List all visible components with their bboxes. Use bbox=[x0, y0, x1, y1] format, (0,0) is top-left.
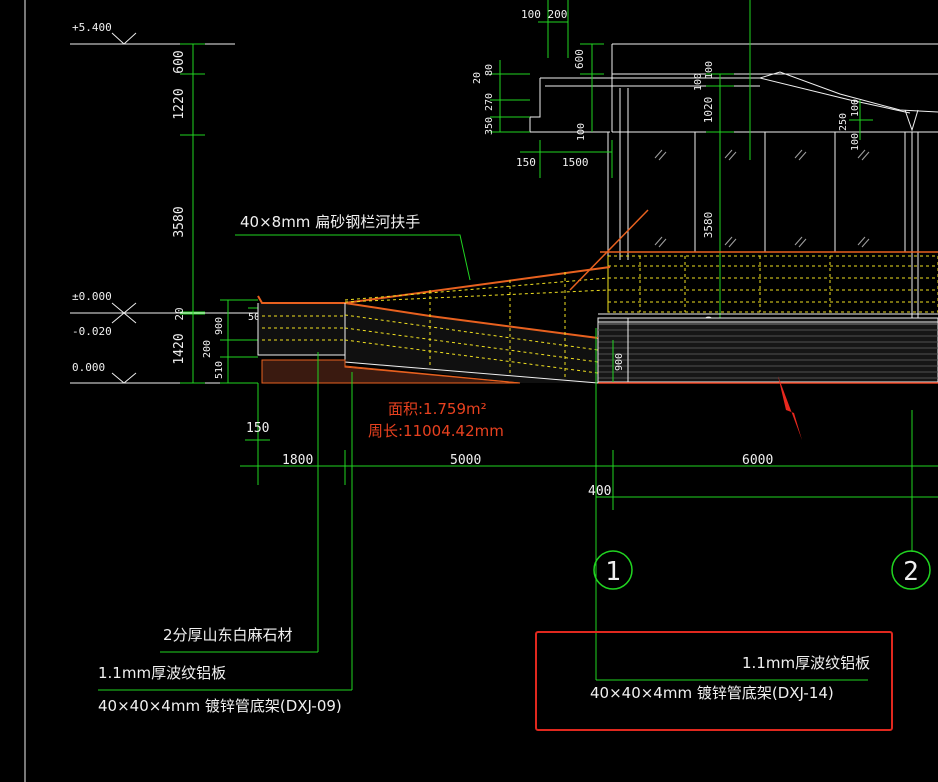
dim-600-left: 600 bbox=[172, 50, 187, 73]
dim-1220-left: 1220 bbox=[172, 88, 187, 119]
platform-railing bbox=[598, 251, 938, 315]
handrail-label: 40×8mm 扁砂钢栏河扶手 bbox=[240, 213, 421, 231]
canopy-structure bbox=[529, 43, 938, 318]
dim-20-left: 20 bbox=[173, 307, 186, 320]
dim-400: 400 bbox=[588, 484, 611, 499]
dim-3580-right: 3580 bbox=[702, 212, 715, 239]
axis-bubble-2: 2 bbox=[891, 550, 931, 590]
red-pointer-arrow bbox=[778, 376, 802, 440]
elevation-marks bbox=[70, 32, 258, 384]
canopy-dimension-lines bbox=[490, 0, 873, 318]
dim-250: 250 bbox=[838, 113, 849, 131]
dim-80: 80 bbox=[484, 64, 495, 76]
dim-150-top: 150 bbox=[516, 156, 536, 169]
dim-3580-left: 3580 bbox=[172, 206, 187, 237]
dim-20-top: 20 bbox=[472, 72, 483, 84]
leader-lines bbox=[98, 234, 868, 691]
dim-270: 270 bbox=[484, 93, 495, 111]
step-dimension-lines bbox=[220, 299, 260, 384]
pointer-line-orange bbox=[569, 209, 649, 291]
dim-1020: 1020 bbox=[702, 97, 715, 124]
glass-hatch-marks bbox=[654, 149, 870, 248]
frame-label-left: 40×40×4mm 镀锌管底架(DXJ-09) bbox=[98, 697, 342, 715]
dim-900-platform: 900 bbox=[614, 353, 625, 371]
elev-zero-text: ±0.000 bbox=[72, 290, 112, 303]
alu-panel-label-left: 1.1mm厚波纹铝板 bbox=[98, 664, 227, 682]
dim-100-200-top: 100 200 bbox=[521, 8, 567, 21]
perimeter-readout: 周长:11004.42mm bbox=[368, 422, 504, 440]
elev-base-text: 0.000 bbox=[72, 361, 105, 374]
dim-50: 50 bbox=[248, 312, 260, 323]
area-readout: 面积:1.759m² bbox=[388, 400, 487, 418]
dim-900-step: 900 bbox=[214, 317, 225, 335]
dim-6000: 6000 bbox=[742, 453, 773, 468]
dim-200: 200 bbox=[202, 340, 213, 358]
highlight-box bbox=[535, 631, 893, 731]
dim-1500: 1500 bbox=[562, 156, 589, 169]
frame-label-right: 40×40×4mm 镀锌管底架(DXJ-14) bbox=[590, 684, 834, 702]
horizontal-dimension-chain bbox=[240, 383, 938, 552]
dim-1800: 1800 bbox=[282, 453, 313, 468]
dim-100-a: 100 bbox=[693, 73, 704, 91]
stone-label: 2分厚山东白麻石材 bbox=[163, 626, 293, 644]
dim-600-top: 600 bbox=[573, 49, 586, 69]
platform-slab bbox=[597, 317, 938, 384]
elev-top-text: +5.400 bbox=[72, 21, 112, 34]
dim-1420-left: 1420 bbox=[172, 333, 187, 364]
dim-150-bottom: 150 bbox=[246, 421, 269, 436]
dim-100-c: 100 bbox=[850, 99, 861, 117]
axis-bubble-1: 1 bbox=[593, 550, 633, 590]
dim-100-b: 100 bbox=[704, 61, 715, 79]
dim-5000: 5000 bbox=[450, 453, 481, 468]
elev-minus-text: -0.020 bbox=[72, 325, 112, 338]
alu-panel-label-right: 1.1mm厚波纹铝板 bbox=[742, 654, 871, 672]
dim-350: 350 bbox=[484, 117, 495, 135]
dim-100-mid: 100 bbox=[576, 123, 587, 141]
dim-100-d: 100 bbox=[850, 133, 861, 151]
axis-2-label: 2 bbox=[903, 557, 919, 587]
dim-510: 510 bbox=[214, 361, 225, 379]
ramp bbox=[257, 266, 611, 384]
axis-1-label: 1 bbox=[605, 557, 621, 587]
left-dimension-chain bbox=[180, 43, 205, 384]
